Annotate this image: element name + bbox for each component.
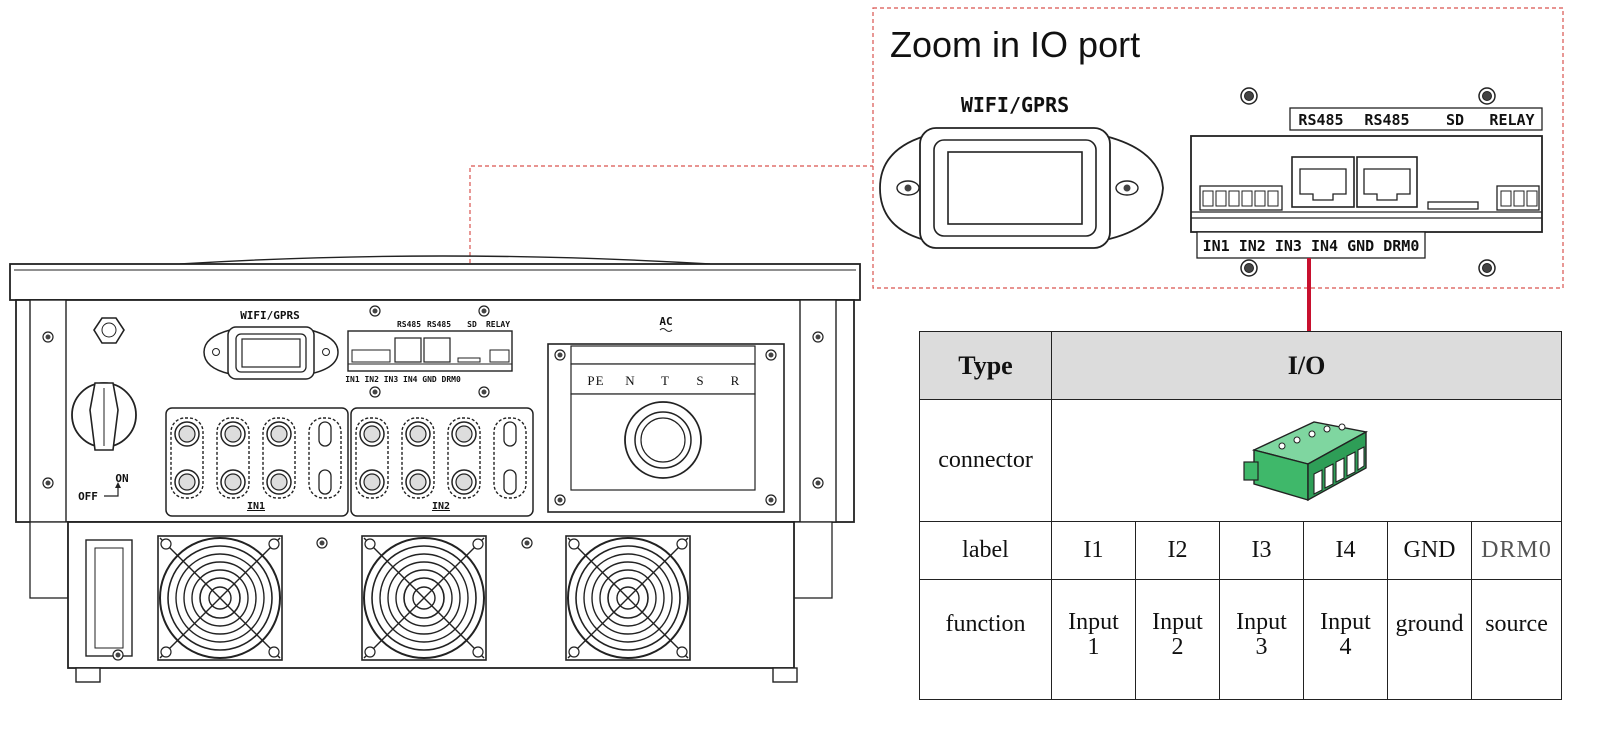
zoom-label-rs485-b: RS485 bbox=[1364, 111, 1409, 129]
function-cell: Input 2 bbox=[1135, 579, 1220, 700]
connector-row-label: connector bbox=[919, 399, 1052, 522]
device-label-relay: RELAY bbox=[486, 320, 510, 329]
ac-screw bbox=[554, 349, 566, 361]
foot-right bbox=[772, 667, 798, 683]
zoom-screw bbox=[1478, 87, 1496, 105]
pv-input-in2: IN2 bbox=[350, 407, 534, 517]
bracket-screw bbox=[812, 477, 824, 489]
label-row-label: label bbox=[919, 521, 1052, 580]
bracket-screw bbox=[812, 331, 824, 343]
ac-phase-n: N bbox=[625, 373, 635, 388]
mc4-connector bbox=[401, 417, 435, 499]
function-cell: Input 3 bbox=[1219, 579, 1304, 700]
zoom-label-sd: SD bbox=[1446, 111, 1464, 129]
ac-screw bbox=[765, 349, 777, 361]
label-cell: DRM0 bbox=[1470, 521, 1563, 580]
zoom-input-terminal bbox=[1199, 185, 1283, 211]
pv-input-in1: IN1 bbox=[165, 407, 349, 517]
label-cell: GND bbox=[1387, 521, 1472, 580]
function-cell: Input 1 bbox=[1051, 579, 1136, 700]
switch-off-label: OFF bbox=[78, 490, 98, 503]
mc4-connector bbox=[216, 417, 250, 499]
zoom-rs485-port-a bbox=[1291, 156, 1355, 208]
ac-terminal-box: AC PE N T S R bbox=[547, 315, 785, 513]
zoom-wifi-module: WIFI/GPRS bbox=[879, 93, 1164, 249]
blank-connector bbox=[493, 417, 527, 499]
device-wifi-module: WIFI/GPRS bbox=[203, 309, 339, 380]
device-label-rs485-a: RS485 bbox=[397, 320, 421, 329]
mc4-connector bbox=[170, 417, 204, 499]
ac-phase-pe: PE bbox=[587, 373, 604, 388]
io-header: I/O bbox=[1050, 331, 1563, 400]
zoom-screw bbox=[1240, 87, 1258, 105]
cable-gland bbox=[93, 317, 125, 344]
label-cell: I1 bbox=[1051, 521, 1136, 580]
blank-connector bbox=[308, 417, 342, 499]
ac-phase-r: R bbox=[731, 373, 740, 388]
zoom-input-labels: IN1 IN2 IN3 IN4 GND DRM0 bbox=[1203, 237, 1420, 255]
dc-switch: ON OFF bbox=[71, 382, 137, 503]
housing-screw bbox=[521, 537, 533, 549]
zoom-io-port-panel: Zoom in IO port WIFI/GPRS RS485 RS485 SD… bbox=[469, 7, 1564, 331]
zoom-wifi-label: WIFI/GPRS bbox=[961, 93, 1069, 117]
table-row: function Input 1 Input 2 Input 3 Input 4… bbox=[919, 579, 1563, 700]
inverter-device: ON OFF WIFI/GPRS RS485 RS485 SD RELAY bbox=[9, 255, 861, 683]
zoom-dashed-outline bbox=[872, 7, 1564, 289]
zoom-label-relay: RELAY bbox=[1489, 111, 1534, 129]
mc4-connector bbox=[262, 417, 296, 499]
in2-label: IN2 bbox=[432, 501, 450, 512]
table-row: label I1 I2 I3 I4 GND DRM0 bbox=[919, 521, 1563, 580]
zoom-title: Zoom in IO port bbox=[890, 24, 1140, 65]
board-screw bbox=[478, 386, 490, 398]
device-label-sd: SD bbox=[467, 320, 477, 329]
bracket-screw bbox=[42, 331, 54, 343]
zoom-label-rs485-a: RS485 bbox=[1298, 111, 1343, 129]
label-cell: I2 bbox=[1135, 521, 1220, 580]
function-cell: Input 4 bbox=[1303, 579, 1388, 700]
bracket-screw bbox=[42, 477, 54, 489]
board-screw bbox=[478, 305, 490, 317]
device-wifi-label: WIFI/GPRS bbox=[240, 309, 300, 322]
mc4-connector bbox=[355, 417, 389, 499]
housing-screw bbox=[112, 649, 124, 661]
type-header: Type bbox=[919, 331, 1052, 400]
connector-image-cell bbox=[1050, 399, 1563, 522]
ac-screw bbox=[765, 494, 777, 506]
table-row: connector bbox=[919, 399, 1563, 522]
cooling-fan bbox=[361, 535, 487, 661]
housing-screw bbox=[316, 537, 328, 549]
ac-phase-s: S bbox=[696, 373, 703, 388]
label-cell: I4 bbox=[1303, 521, 1388, 580]
mc4-connector bbox=[447, 417, 481, 499]
table-row: Type I/O bbox=[919, 331, 1563, 400]
ac-label: AC bbox=[659, 315, 672, 328]
cooling-fan bbox=[157, 535, 283, 661]
label-cell: I3 bbox=[1219, 521, 1304, 580]
device-io-board: RS485 RS485 SD RELAY IN1 IN2 IN3 IN4 GND… bbox=[345, 305, 513, 398]
zoom-sd-slot bbox=[1427, 201, 1479, 210]
cooling-fan bbox=[565, 535, 691, 661]
zoom-rs485-port-b bbox=[1356, 156, 1418, 208]
in1-label: IN1 bbox=[247, 501, 265, 512]
zoom-leader-line bbox=[469, 165, 873, 305]
board-screw bbox=[369, 305, 381, 317]
zoom-screw bbox=[1240, 259, 1258, 277]
zoom-screw bbox=[1478, 259, 1496, 277]
ac-phase-t: T bbox=[661, 373, 669, 388]
io-table: Type I/O connector bbox=[919, 331, 1563, 700]
zoom-relay-terminal bbox=[1496, 185, 1540, 211]
ac-screw bbox=[554, 494, 566, 506]
device-input-labels: IN1 IN2 IN3 IN4 GND DRM0 bbox=[345, 375, 461, 384]
switch-on-label: ON bbox=[115, 472, 128, 485]
zoom-io-board: RS485 RS485 SD RELAY bbox=[1190, 87, 1543, 277]
function-row-label: function bbox=[919, 579, 1052, 700]
function-cell: source bbox=[1470, 579, 1563, 700]
function-cell: ground bbox=[1387, 579, 1472, 700]
device-label-rs485-b: RS485 bbox=[427, 320, 451, 329]
foot-left bbox=[75, 667, 101, 683]
terminal-block-icon bbox=[1242, 421, 1368, 502]
board-screw bbox=[369, 386, 381, 398]
